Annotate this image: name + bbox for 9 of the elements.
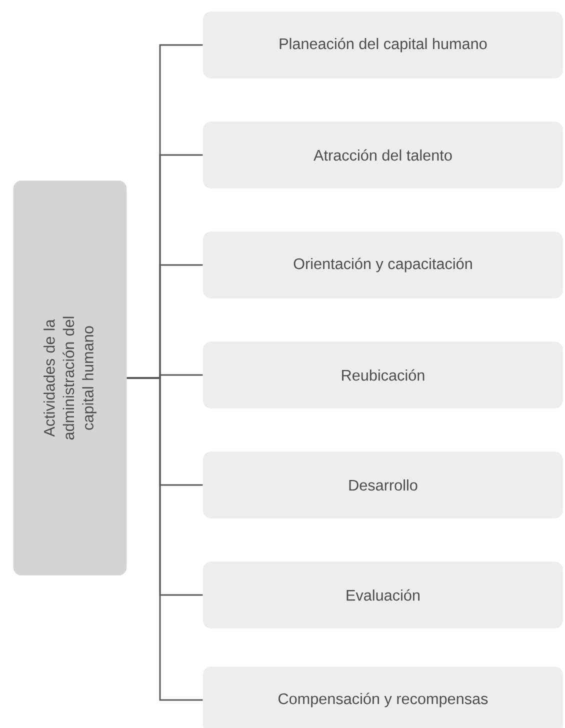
activity-box: Orientación y capacitación	[203, 232, 563, 298]
activity-box: Desarrollo	[203, 452, 563, 518]
root-box: Actividades de la administración del capital humano	[13, 180, 127, 576]
activity-box: Atracción del talento	[203, 122, 563, 188]
connector-line	[126, 377, 203, 701]
activity-box: Planeación del capital humano	[203, 12, 563, 78]
activity-box: Reubicación	[203, 342, 563, 408]
activity-box: Compensación y recompensas	[203, 666, 563, 728]
activity-box: Evaluación	[203, 562, 563, 628]
